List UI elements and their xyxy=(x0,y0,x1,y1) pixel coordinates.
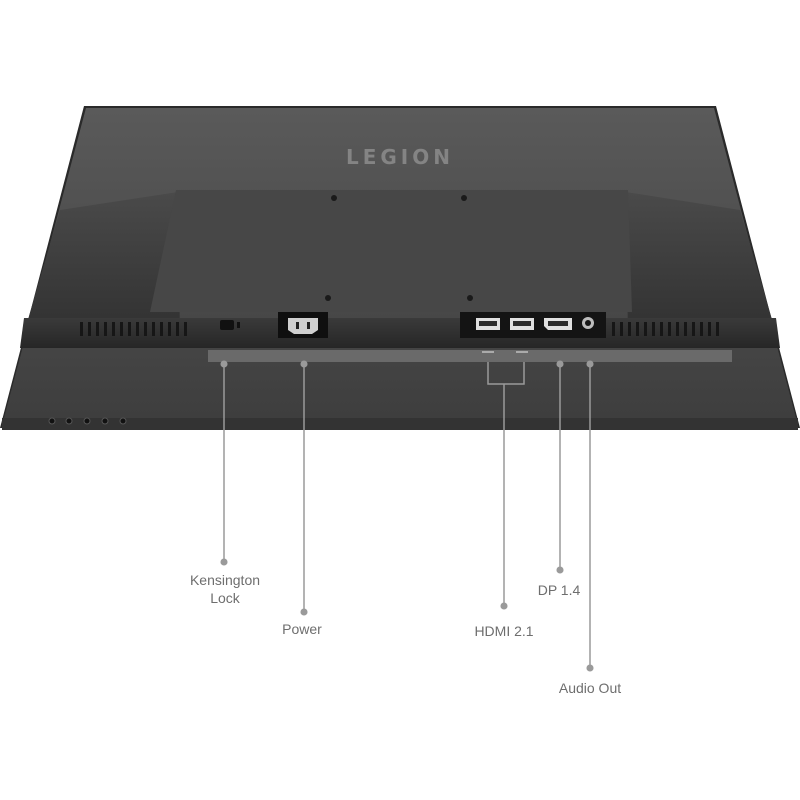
port-strip xyxy=(20,318,780,348)
displayport-icon xyxy=(544,318,572,330)
left-vent-grille xyxy=(80,322,187,336)
callout-line-power xyxy=(300,360,308,616)
audio-jack-icon xyxy=(582,317,594,329)
hdmi-port-icon xyxy=(510,318,534,330)
label-power: Power xyxy=(282,621,322,637)
callout-line-dp xyxy=(556,360,564,574)
lock-slot-icon xyxy=(220,320,234,330)
callout-line-kensington xyxy=(220,360,228,566)
callout-dot-hdmi xyxy=(500,602,508,610)
lock-slot-detail xyxy=(237,322,240,328)
callout-line-hdmi xyxy=(487,362,525,606)
label-dp: DP 1.4 xyxy=(537,582,581,598)
label-audio-out: Audio Out xyxy=(558,680,622,696)
right-rear-cover xyxy=(626,192,778,340)
vesa-screw-hole xyxy=(325,295,331,301)
power-socket-inner xyxy=(288,318,318,334)
vesa-screw-hole xyxy=(331,195,337,201)
right-vent-grille xyxy=(612,322,719,336)
left-rear-cover xyxy=(22,192,180,340)
vesa-screw-hole xyxy=(467,295,473,301)
power-pin xyxy=(307,322,310,329)
vesa-screw-hole xyxy=(461,195,467,201)
label-kensington-lock: Kensington Lock xyxy=(189,572,261,606)
control-buttons xyxy=(48,417,127,425)
center-rear-housing xyxy=(150,190,632,312)
monitor-bottom-edge xyxy=(2,418,798,430)
label-hdmi: HDMI 2.1 xyxy=(474,623,534,639)
hdmi-port-icon xyxy=(476,318,500,330)
power-pin xyxy=(296,322,299,329)
port-mark xyxy=(482,351,494,353)
stand-mount-rail xyxy=(208,350,732,362)
legion-logo: LEGION xyxy=(346,145,454,169)
callout-line-audio xyxy=(586,360,594,672)
port-mark xyxy=(516,351,528,353)
